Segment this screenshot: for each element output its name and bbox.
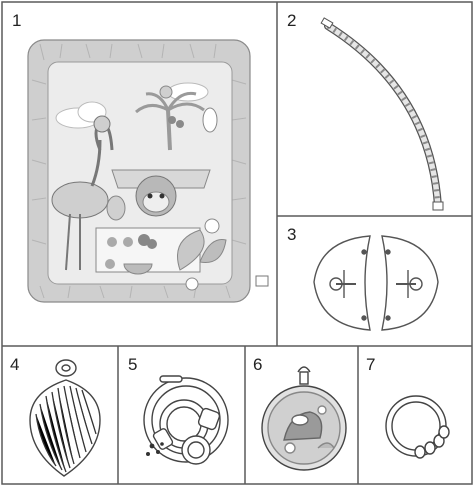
mat-tag — [255, 275, 269, 287]
arch-clips-illustration — [313, 235, 439, 331]
mat-border-stripes — [31, 43, 247, 299]
play-mat-illustration — [27, 39, 269, 303]
rattle-spots — [146, 442, 164, 456]
ring-beads — [414, 425, 450, 459]
rattle-rings-illustration — [143, 375, 229, 465]
panel-number-7: 7 — [366, 355, 375, 374]
panel-number-4: 4 — [10, 355, 19, 374]
panel-number-6: 6 — [253, 355, 262, 374]
panel-number-3: 3 — [287, 225, 296, 244]
panel-number-1: 1 — [12, 11, 21, 30]
panel-number-5: 5 — [128, 355, 137, 374]
mirror-toy-illustration — [261, 366, 347, 471]
ring-toy-illustration — [385, 395, 450, 459]
leaf-stripes — [35, 385, 97, 473]
panel-number-2: 2 — [287, 11, 296, 30]
leaf-toy-illustration — [29, 359, 101, 477]
arch-illustration — [320, 17, 444, 211]
